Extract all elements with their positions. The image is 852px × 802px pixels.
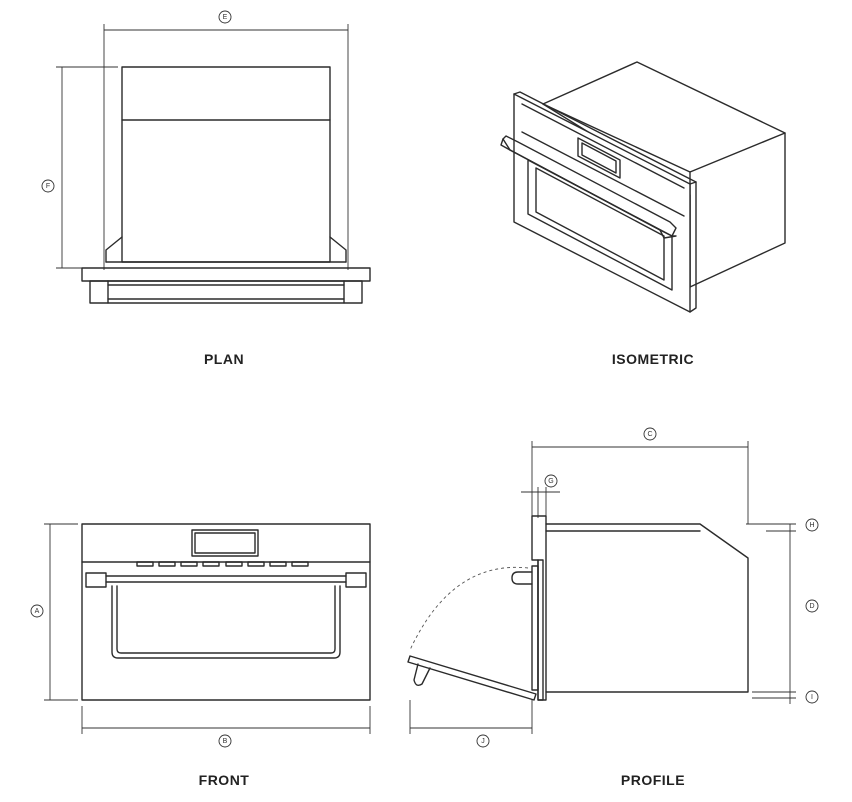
dimension-e-bubble: E xyxy=(218,10,232,24)
dimension-b-label: B xyxy=(223,738,228,745)
dimension-g-label: G xyxy=(548,478,553,485)
profile-view-label: PROFILE xyxy=(620,772,686,788)
front-view-label: FRONT xyxy=(198,772,250,788)
dimension-d-label: D xyxy=(809,603,814,610)
dimension-j-bubble: J xyxy=(476,734,490,748)
dimension-c-label: C xyxy=(647,431,652,438)
dimension-j-label: J xyxy=(481,738,485,745)
dimension-a-label: A xyxy=(35,608,40,615)
isometric-view-label: ISOMETRIC xyxy=(611,351,695,367)
dimension-c-bubble: C xyxy=(643,427,657,441)
profile-view: C G H D I J xyxy=(407,427,819,748)
plan-view: E F xyxy=(41,10,371,304)
dimension-e-label: E xyxy=(223,14,228,21)
dimension-f-bubble: F xyxy=(41,179,55,193)
dimension-h-label: H xyxy=(809,522,814,529)
isometric-view xyxy=(500,61,786,313)
dimension-b-bubble: B xyxy=(218,734,232,748)
dimension-i-bubble: I xyxy=(805,690,819,704)
dimension-a-bubble: A xyxy=(30,604,44,618)
dimension-i-label: I xyxy=(811,694,813,701)
dimension-g-bubble: G xyxy=(544,474,558,488)
dimension-f-label: F xyxy=(46,183,50,190)
front-view: A B xyxy=(30,523,371,748)
plan-view-label: PLAN xyxy=(203,351,245,367)
dimension-h-bubble: H xyxy=(805,518,819,532)
dimension-d-bubble: D xyxy=(805,599,819,613)
